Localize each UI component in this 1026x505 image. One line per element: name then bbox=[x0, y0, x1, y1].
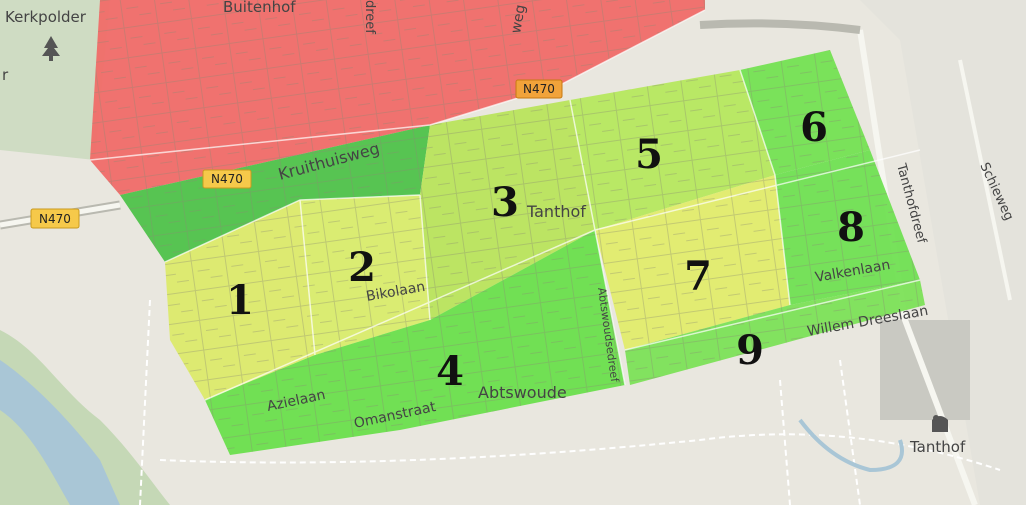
boundary-dashed-2 bbox=[139, 299, 861, 505]
top-road bbox=[699, 19, 861, 34]
zone-number-9: 9 bbox=[736, 327, 764, 374]
east-fields bbox=[860, 0, 1026, 505]
place-label-abtswoude: Abtswoude bbox=[478, 383, 567, 402]
tree-icon bbox=[42, 36, 60, 61]
n470-label-middle: N470 bbox=[211, 172, 243, 186]
schieweg-road bbox=[958, 59, 1012, 301]
park-icon bbox=[932, 415, 948, 432]
n470-label-top: N470 bbox=[523, 82, 555, 96]
tanthofdreef-road bbox=[857, 29, 978, 505]
n470-shield-middle[interactable]: N470 bbox=[202, 169, 252, 189]
street-label-fragment-weg: weg bbox=[508, 3, 529, 34]
place-label-tanthof-east: Tanthof bbox=[909, 438, 966, 456]
zone-8[interactable] bbox=[775, 150, 920, 305]
zone-1[interactable] bbox=[165, 200, 315, 400]
place-label-kerkpolder: Kerkpolder bbox=[5, 8, 87, 26]
street-label-fragment-left: r bbox=[2, 66, 9, 84]
zone-number-4: 4 bbox=[436, 348, 464, 395]
street-label-fragment-dreef: dreef bbox=[362, 0, 377, 34]
zone-2[interactable] bbox=[300, 195, 430, 355]
zone-buitenhof[interactable] bbox=[90, 0, 705, 195]
water-area bbox=[0, 360, 120, 505]
canal bbox=[798, 418, 904, 473]
zone-number-3: 3 bbox=[491, 179, 519, 226]
zone-4[interactable] bbox=[205, 230, 625, 455]
n470-label-left: N470 bbox=[39, 212, 71, 226]
place-label-buitenhof: Buitenhof bbox=[223, 0, 296, 16]
zone-borders bbox=[89, 9, 921, 401]
zone-5[interactable] bbox=[570, 70, 775, 230]
zone-number-8: 8 bbox=[837, 204, 865, 251]
meadow-area bbox=[0, 330, 170, 505]
zone-number-1: 1 bbox=[226, 277, 254, 324]
zone-kruithuisweg-strip[interactable] bbox=[120, 125, 430, 262]
boundary-dashed-1 bbox=[159, 433, 1001, 471]
zone-number-2: 2 bbox=[348, 244, 376, 291]
zone-9[interactable] bbox=[625, 280, 925, 385]
n470-shield-top[interactable]: N470 bbox=[515, 79, 563, 99]
place-label-tanthof-center: Tanthof bbox=[526, 202, 586, 221]
zone-6[interactable] bbox=[740, 50, 870, 175]
zone-number-7: 7 bbox=[684, 253, 712, 300]
park-area bbox=[0, 0, 110, 160]
zone-3[interactable] bbox=[420, 100, 595, 320]
zone-number-6: 6 bbox=[800, 104, 828, 151]
zone-number-5: 5 bbox=[635, 131, 663, 178]
n470-shield-left[interactable]: N470 bbox=[30, 208, 80, 229]
